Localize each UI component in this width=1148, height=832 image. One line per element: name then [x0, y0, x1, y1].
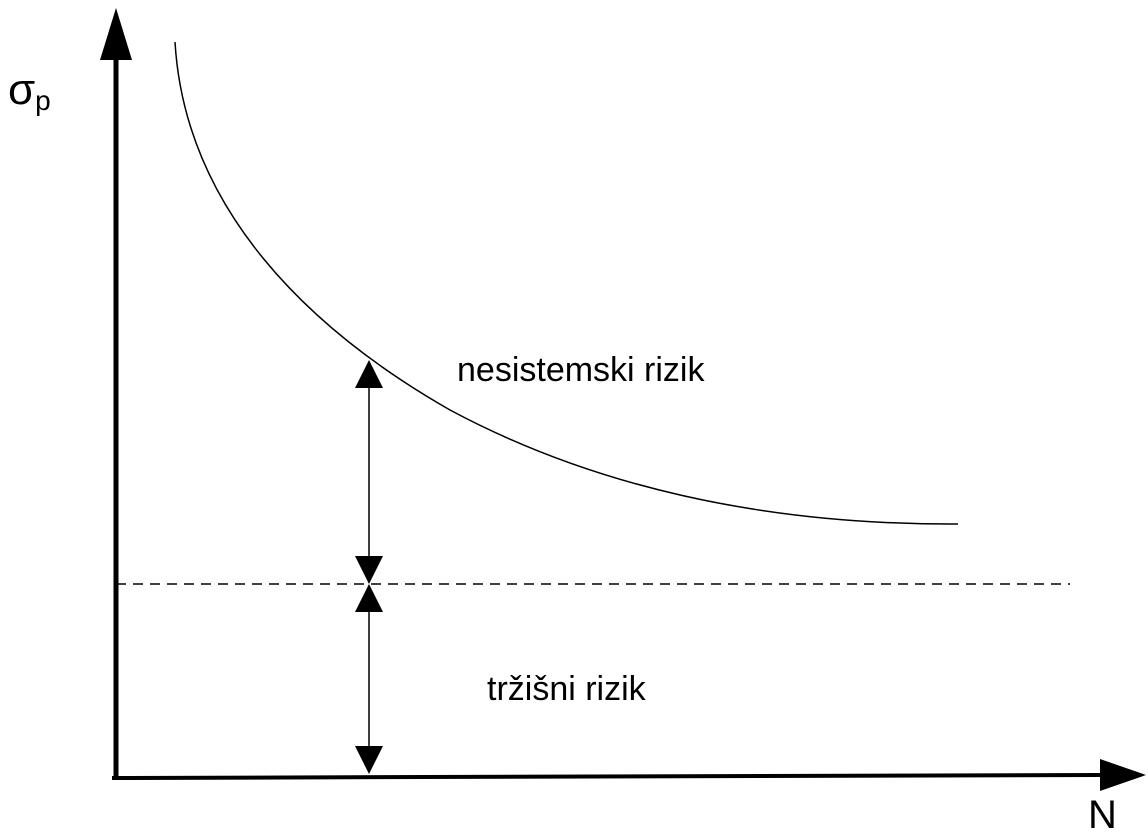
upper-arrow-head-top — [355, 360, 383, 388]
y-axis-arrowhead — [100, 8, 132, 60]
total-risk-curve — [174, 41, 959, 525]
upper-arrow-head-bottom — [355, 556, 383, 584]
y-axis-subscript: p — [35, 85, 51, 116]
x-axis-line — [111, 773, 1101, 780]
lower-region-label: tržišni rizik — [487, 670, 647, 708]
x-axis-arrowhead — [1100, 759, 1146, 791]
y-axis-symbol: σ — [8, 65, 35, 114]
lower-arrow-head-top — [355, 584, 383, 612]
upper-region-label: nesistemski rizik — [457, 351, 705, 389]
y-axis-label: σp — [8, 65, 51, 116]
lower-arrow-head-bottom — [355, 746, 383, 774]
x-axis-label: N — [1088, 793, 1117, 832]
